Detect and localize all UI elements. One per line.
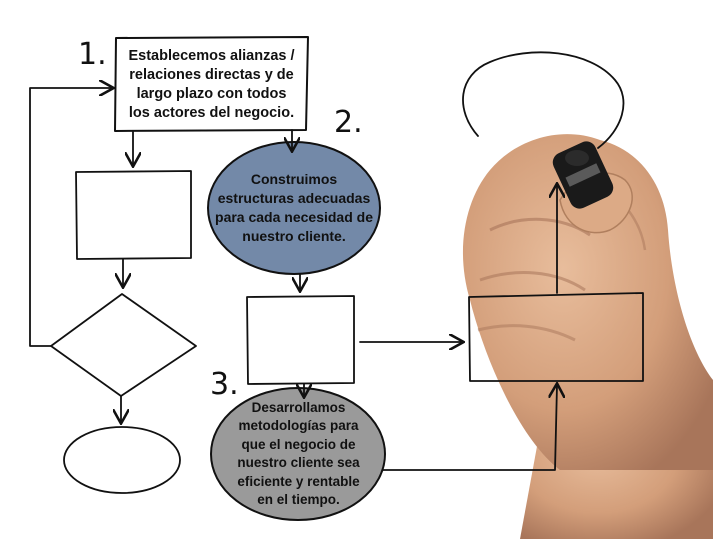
arrow-step3-to-right-box [382, 385, 557, 471]
step-2-number: 2. [334, 105, 363, 140]
end-ellipse-left [63, 426, 181, 494]
step-3-text: Desarrollamos metodologías para que el n… [237, 399, 360, 508]
decision-diamond [50, 293, 197, 397]
empty-rectangle-middle [246, 295, 355, 385]
step-1-text: Establecemos alianzas / relaciones direc… [128, 47, 295, 121]
empty-rectangle-right [468, 292, 644, 382]
fist-shape [462, 134, 713, 471]
hand-illustration [462, 134, 713, 539]
open-ellipse-top-right [462, 51, 625, 149]
loop-back-arrow [29, 88, 112, 347]
step-2-text: Construimos estructuras adecuadas para c… [215, 171, 373, 244]
step-1-number: 1. [78, 37, 107, 72]
marker-pen-icon [552, 141, 614, 209]
step-3-number: 3. [210, 367, 239, 402]
empty-rectangle-left [75, 170, 192, 260]
step-1-box [114, 36, 309, 132]
